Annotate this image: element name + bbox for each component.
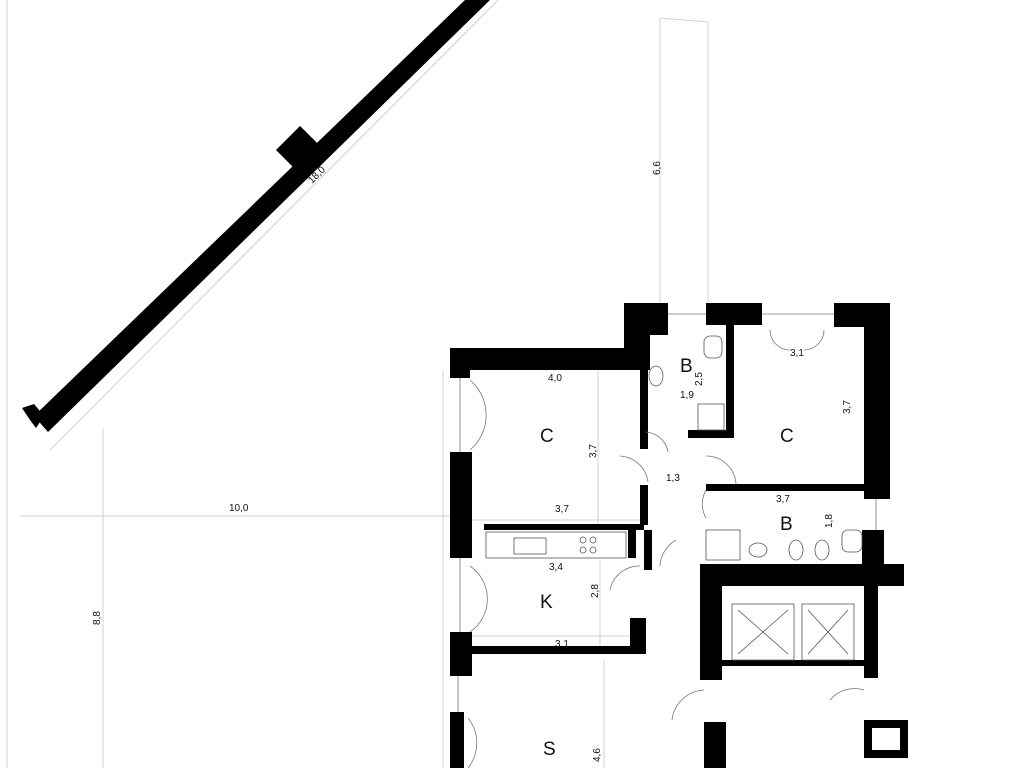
door-swing (829, 688, 865, 701)
wall (900, 720, 908, 756)
dimension-label: 3,7 (555, 504, 569, 515)
door-swing (769, 329, 791, 351)
door-swing (469, 565, 488, 633)
elevator (731, 603, 795, 661)
wall (450, 348, 470, 378)
dimension-label: 3,7 (776, 494, 790, 505)
washbasin (748, 542, 768, 558)
stove-burner (589, 536, 597, 544)
toilet (788, 539, 804, 561)
wall (630, 618, 646, 648)
elevator (801, 603, 855, 661)
dimension-label: 10,0 (229, 503, 249, 514)
wall (864, 720, 908, 728)
wall (862, 530, 884, 566)
dimension-line (659, 17, 709, 23)
wall (688, 430, 734, 438)
dimension-label: 3,7 (842, 400, 853, 414)
room-label-bedroom: C (780, 426, 794, 447)
dimension-label: 3,1 (555, 639, 569, 650)
stove-burner (579, 546, 587, 554)
door-swing (645, 431, 669, 453)
wall (864, 303, 890, 499)
elevator-cross (737, 609, 789, 655)
wall (704, 722, 726, 768)
wall (470, 646, 646, 654)
dimension-label: 2,8 (590, 584, 601, 598)
door-swing (705, 455, 737, 485)
dimension-label: 3,4 (549, 562, 563, 573)
wall (722, 660, 868, 666)
wall (450, 452, 472, 558)
wall (450, 712, 464, 768)
toilet (648, 365, 664, 387)
bathtub (705, 529, 741, 561)
wall (864, 580, 878, 678)
dimension-label: 4,0 (548, 373, 562, 384)
washbasin (841, 529, 863, 553)
dimension-label: 3,7 (588, 444, 599, 458)
wall (700, 564, 722, 680)
wall-end (22, 404, 44, 428)
wall (700, 564, 904, 586)
door-swing (469, 379, 487, 451)
room-label-bathroom: B (780, 514, 793, 535)
diagonal-wall (34, 0, 490, 432)
kitchen-counter (485, 531, 627, 559)
wall (726, 324, 734, 436)
door-swing (803, 329, 825, 351)
wall (450, 632, 472, 676)
wall (624, 303, 668, 335)
dimension-labels: 18,0 6,6 10,0 8,8 4,0 3,7 3,7 1,9 2,5 3,… (92, 161, 853, 762)
shower (697, 403, 725, 431)
door-swing (659, 539, 677, 567)
room-label-living-room: S (543, 739, 556, 760)
dimension-line (49, 0, 499, 451)
door-swing (671, 689, 705, 721)
dimension-label: 4,6 (592, 748, 603, 762)
wall (484, 524, 644, 530)
door-swing (467, 717, 478, 768)
washbasin (703, 335, 723, 359)
room-label-bedroom: C (540, 426, 554, 447)
room-label-bathroom: B (680, 356, 693, 377)
room-labels: B C C B K S (540, 356, 794, 760)
dimension-label: 2,5 (694, 372, 705, 386)
stove-burner (589, 546, 597, 554)
wall (628, 528, 636, 558)
bidet (814, 539, 830, 561)
room-label-kitchen: K (540, 592, 553, 613)
dimension-label: 3,1 (790, 348, 804, 359)
dimension-label: 1,8 (824, 514, 835, 528)
dimension-lines (20, 0, 709, 768)
wall (450, 348, 650, 370)
wall-pillar (276, 125, 318, 167)
wall (644, 530, 652, 570)
wall (640, 485, 648, 525)
stove-burner (579, 536, 587, 544)
doors-and-fixtures (457, 313, 877, 768)
elevator-cross (807, 609, 849, 655)
dimension-label: 6,6 (652, 161, 663, 175)
dimension-label: 8,8 (92, 611, 103, 625)
door-swing (701, 489, 707, 519)
wall (864, 720, 872, 756)
walls (22, 0, 908, 768)
dimension-label: 1,3 (666, 473, 680, 484)
door-swing (619, 455, 649, 483)
wall (864, 750, 908, 758)
wall (706, 303, 762, 325)
door-swing (609, 565, 641, 591)
dimension-label: 1,9 (680, 390, 694, 401)
wall (640, 369, 648, 449)
wall (706, 484, 866, 491)
sink (513, 537, 547, 555)
